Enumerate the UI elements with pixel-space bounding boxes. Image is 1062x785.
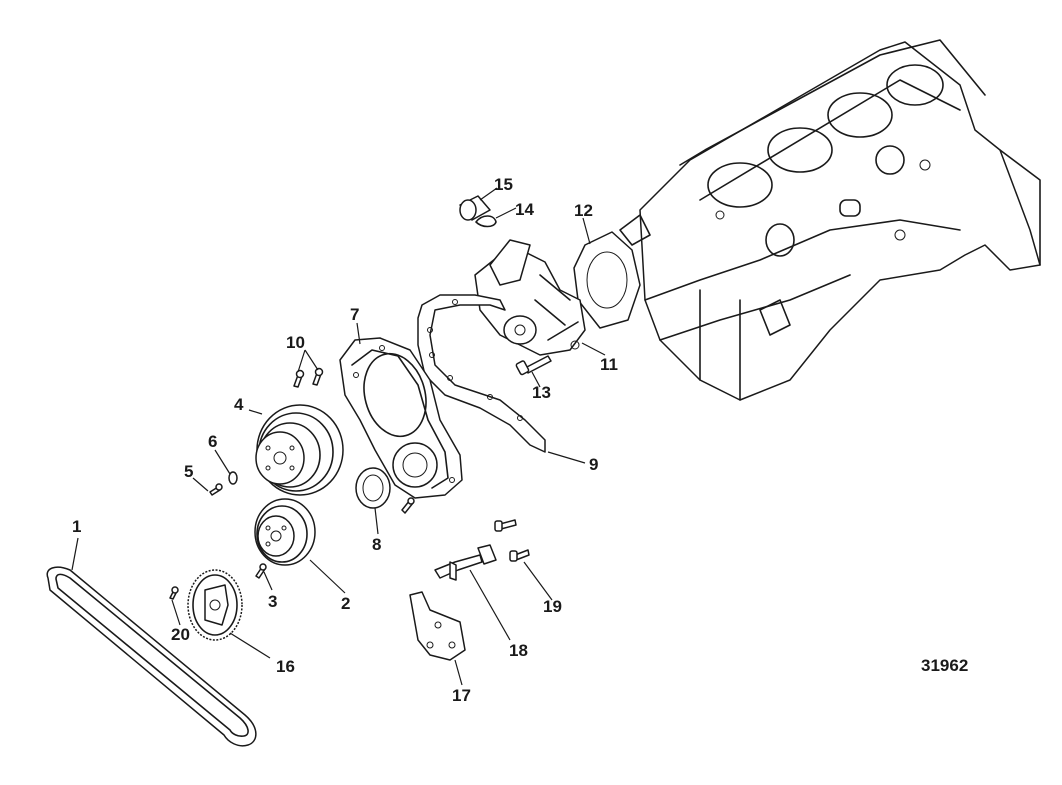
bracket-bolts bbox=[494, 519, 530, 562]
callout-14: 14 bbox=[515, 200, 534, 219]
crankshaft-pulley bbox=[255, 404, 344, 496]
callout-8: 8 bbox=[372, 535, 381, 554]
mounting-bracket bbox=[409, 591, 466, 661]
pulley-washer bbox=[228, 471, 238, 485]
cover-bolt bbox=[401, 497, 415, 514]
callout-4: 4 bbox=[234, 395, 244, 414]
callout-17: 17 bbox=[452, 686, 471, 705]
trigger-wheel bbox=[187, 569, 243, 641]
crankshaft-seal bbox=[355, 467, 391, 509]
leader-lines bbox=[71, 187, 606, 686]
callout-20: 20 bbox=[171, 625, 190, 644]
callout-5: 5 bbox=[184, 462, 193, 481]
water-pump-pulley bbox=[254, 498, 316, 566]
callout-1: 1 bbox=[72, 517, 81, 536]
hose-clamp bbox=[475, 215, 497, 228]
pulley-bolt bbox=[209, 483, 223, 496]
callout-labels: 1 2 3 4 5 6 7 8 9 10 11 12 13 14 15 16 1… bbox=[72, 175, 618, 705]
callout-13: 13 bbox=[532, 383, 551, 402]
bypass-hose bbox=[459, 195, 491, 221]
callout-16: 16 bbox=[276, 657, 295, 676]
drive-belt bbox=[46, 566, 257, 747]
timing-cover-gasket bbox=[417, 294, 546, 453]
timing-chain-cover bbox=[339, 337, 463, 499]
callout-2: 2 bbox=[341, 594, 350, 613]
figure-number: 31962 bbox=[921, 656, 968, 675]
callout-7: 7 bbox=[350, 305, 359, 324]
water-pump-gasket bbox=[573, 231, 641, 329]
engine-block bbox=[619, 39, 1041, 401]
callout-3: 3 bbox=[268, 592, 277, 611]
callout-18: 18 bbox=[509, 641, 528, 660]
cover-screws bbox=[293, 367, 324, 388]
callout-19: 19 bbox=[543, 597, 562, 616]
idler-stud bbox=[434, 544, 497, 581]
callout-10: 10 bbox=[286, 333, 305, 352]
callout-9: 9 bbox=[589, 455, 598, 474]
callout-11: 11 bbox=[600, 355, 618, 374]
water-pump bbox=[474, 239, 586, 356]
callout-15: 15 bbox=[494, 175, 513, 194]
pulley-screw bbox=[255, 563, 267, 579]
callout-12: 12 bbox=[574, 201, 593, 220]
wheel-screw bbox=[169, 586, 179, 600]
pump-bolt bbox=[515, 355, 552, 376]
callout-6: 6 bbox=[208, 432, 217, 451]
